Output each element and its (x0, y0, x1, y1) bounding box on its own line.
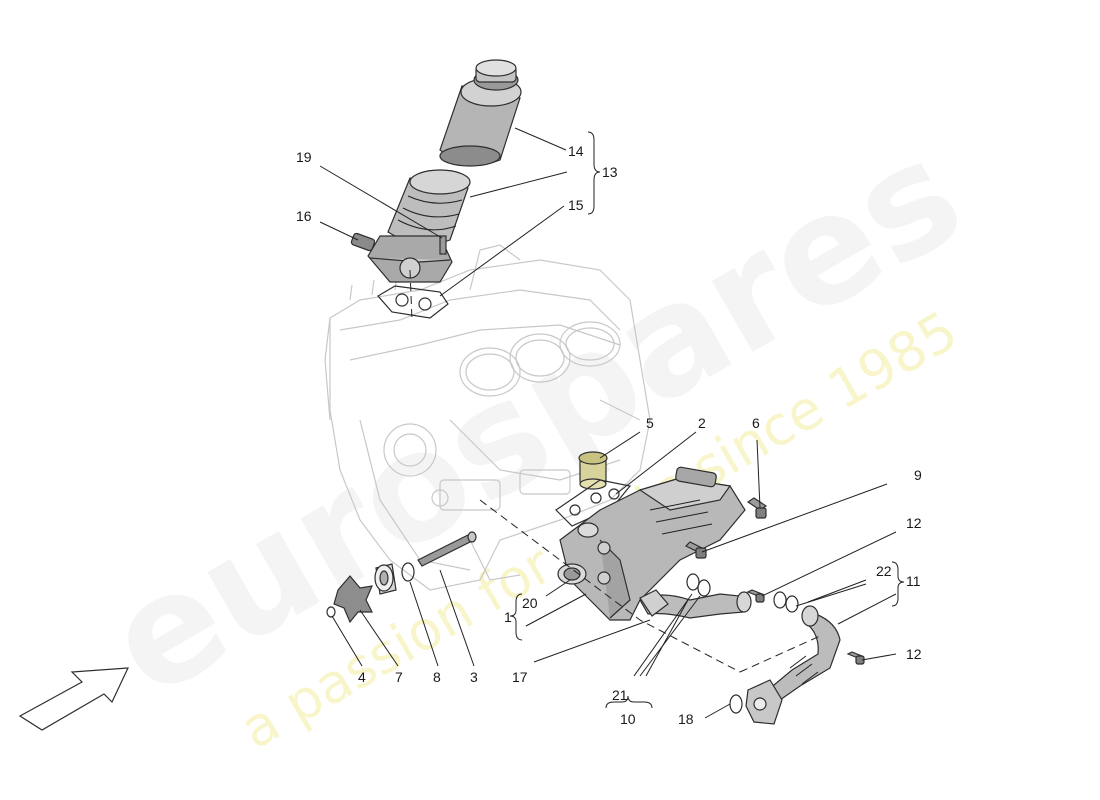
callout-2: 2 (698, 415, 706, 431)
callout-15: 15 (568, 197, 584, 213)
callout-7: 7 (395, 669, 403, 685)
assembly-lines (409, 269, 821, 673)
callout-18: 18 (678, 711, 694, 727)
callout-9: 9 (914, 467, 922, 483)
part-7-bearing (374, 563, 397, 595)
filter-base-gasket (377, 285, 449, 319)
callout-5: 5 (646, 415, 654, 431)
callout-6: 6 (752, 415, 760, 431)
oil-cooler-housing (557, 466, 746, 621)
callout-12-upper: 12 (906, 515, 922, 531)
part-8-oring (401, 562, 415, 582)
part-2-gasket (555, 479, 632, 527)
part-18-seal (729, 694, 743, 714)
callout-14: 14 (568, 143, 584, 159)
callout-19: 19 (296, 149, 312, 165)
part-15-filter-housing (387, 169, 471, 246)
callout-3: 3 (470, 669, 478, 685)
callout-numbers: 14 13 15 19 16 5 2 6 9 12 22 11 12 20 1 … (296, 143, 922, 727)
watermark: eurospares a passion for parts since 198… (81, 106, 989, 761)
part-9-bolt (684, 541, 707, 559)
callout-11: 11 (906, 573, 921, 589)
part-11-pipe (745, 591, 841, 725)
callout-13: 13 (602, 164, 618, 180)
part-10-pipe (639, 573, 752, 619)
part-3-tube (417, 531, 477, 567)
callout-10: 10 (620, 711, 636, 727)
callout-20: 20 (522, 595, 538, 611)
callout-16: 16 (296, 208, 312, 224)
callout-8: 8 (433, 669, 441, 685)
view-direction-arrow (18, 667, 129, 731)
part-5-insert (578, 451, 608, 490)
part-14-filter-cartridge (439, 59, 522, 167)
filter-base (350, 232, 453, 283)
part-6-bolt (746, 497, 768, 519)
leader-lines (319, 127, 905, 719)
callout-1: 1 (504, 609, 512, 625)
callout-12-lower: 12 (906, 646, 922, 662)
part-12-bolt-lower (846, 651, 865, 665)
callout-4: 4 (358, 669, 366, 685)
part-4-gear (326, 575, 373, 624)
callout-17: 17 (512, 669, 528, 685)
callout-21: 21 (612, 687, 628, 703)
callout-22: 22 (876, 563, 892, 579)
